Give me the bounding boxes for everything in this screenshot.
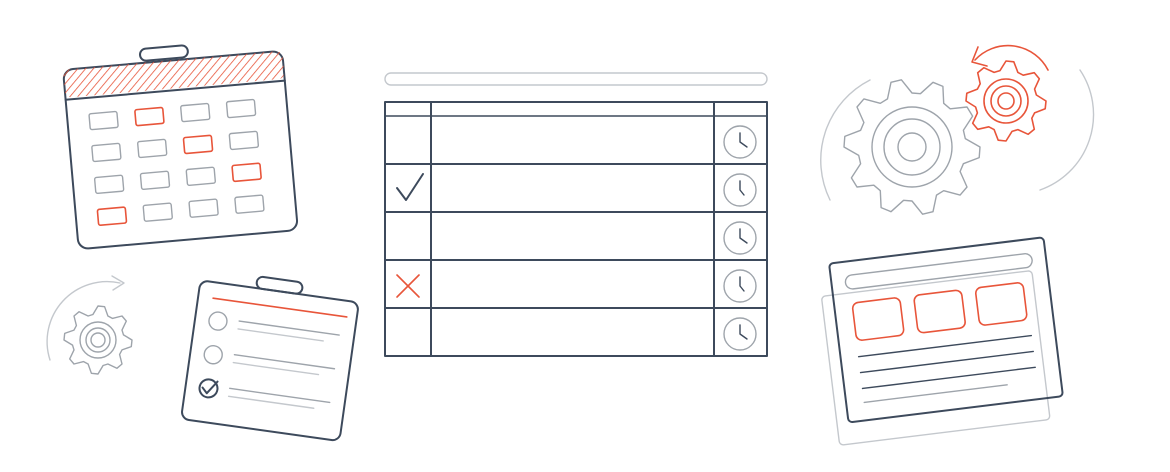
small-gear-icon <box>46 275 133 375</box>
clock-icon <box>723 221 757 255</box>
calendar-day-cell <box>228 130 260 151</box>
checkmark-icon <box>396 173 424 201</box>
gear-outline <box>843 79 981 215</box>
checkmark-icon <box>201 380 219 395</box>
calendar-day-cell <box>137 138 168 159</box>
gear-outline <box>965 60 1047 142</box>
checklist-line <box>232 361 320 376</box>
gear-ring <box>883 118 941 176</box>
calendar-day-cell <box>96 206 128 227</box>
gear-ring <box>997 92 1015 110</box>
calendar-icon <box>62 44 299 250</box>
calendar-grid <box>88 98 265 227</box>
calendar-day-cell <box>93 174 125 195</box>
gear-ring <box>85 327 111 353</box>
clock-icon <box>723 269 757 303</box>
checklist-line <box>238 320 340 336</box>
calendar-day-cell <box>88 110 119 131</box>
checkbox-circle <box>203 345 223 365</box>
clock-icon <box>723 125 757 159</box>
calendar-day-cell <box>182 134 214 155</box>
calendar-day-cell <box>185 166 216 187</box>
dashboard-card-icon <box>821 236 1064 446</box>
calendar-day-cell <box>231 162 262 183</box>
calendar-day-cell <box>139 170 171 191</box>
checkbox-circle <box>208 311 228 331</box>
gear-ring <box>983 78 1029 124</box>
clock-icon <box>723 317 757 351</box>
calendar-day-cell <box>225 98 257 119</box>
gear-ring <box>90 332 106 348</box>
calendar-day-cell <box>180 102 211 123</box>
calendar-day-cell <box>142 202 173 222</box>
gear-ring <box>990 85 1022 117</box>
gear-ring <box>897 132 927 162</box>
calendar-day-cell <box>188 198 219 218</box>
checklist-line <box>233 353 336 370</box>
gears-icon <box>820 44 1095 215</box>
checklist-line <box>229 387 331 404</box>
cross-icon <box>396 274 420 298</box>
gear-ring <box>871 106 953 188</box>
calendar-day-cell <box>134 106 165 127</box>
schedule-rows <box>384 125 768 351</box>
checklist-line <box>227 395 315 409</box>
checkbox-circle <box>198 378 219 399</box>
calendar-day-cell <box>91 142 122 163</box>
checklist <box>198 311 340 409</box>
schedule-table-icon <box>384 72 768 357</box>
checklist-line <box>237 328 324 342</box>
clock-icon <box>723 173 757 207</box>
calendar-day-cell <box>234 194 265 214</box>
gear-ring <box>79 321 117 359</box>
clipboard-checklist-icon <box>181 275 359 442</box>
gear-outline <box>63 305 133 375</box>
